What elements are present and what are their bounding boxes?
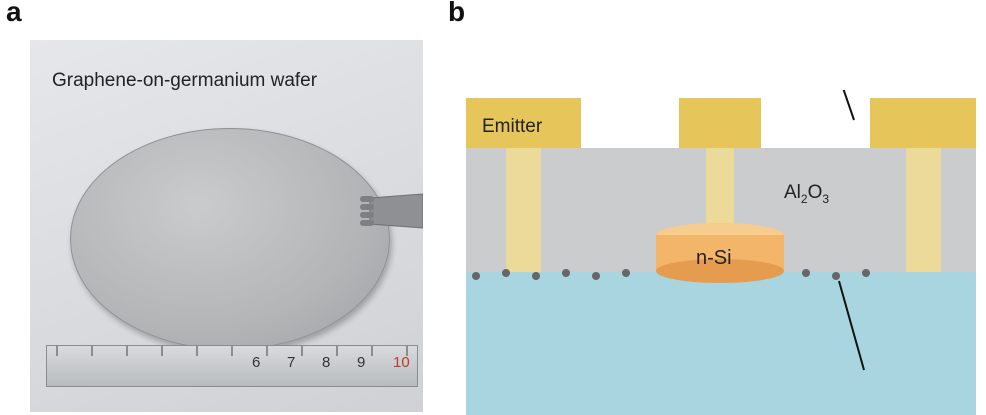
base-pad — [679, 98, 761, 148]
ruler: 6 7 8 9 10 — [46, 345, 418, 387]
ruler-number-9: 9 — [357, 354, 366, 371]
emitter-label: Emitter — [482, 116, 543, 137]
substrate-layer — [466, 272, 976, 415]
ruler-number-6: 6 — [252, 354, 261, 371]
ruler-number-7: 7 — [287, 354, 296, 371]
nsi-label: n-Si — [696, 247, 732, 269]
nsi-bottom — [656, 259, 784, 283]
panel-a-label: a — [6, 0, 22, 27]
ruler-number-10: 10 — [393, 354, 410, 371]
graphene-layer — [472, 269, 870, 280]
ruler-ticks — [56, 346, 408, 356]
germanium-wafer — [70, 128, 390, 350]
emitter-via — [506, 148, 541, 272]
emitter-pad — [466, 98, 581, 148]
arrow-top — [842, 90, 855, 121]
collector-via — [906, 148, 941, 272]
tweezer-icon — [360, 193, 423, 229]
device-schematic: Emitter Al2O3 n-Si — [466, 90, 976, 415]
arrow-bottom — [838, 280, 865, 371]
oxide-label: Al2O3 — [784, 182, 829, 206]
wafer-caption: Graphene-on-germanium wafer — [52, 70, 318, 91]
ruler-number-8: 8 — [322, 354, 331, 371]
collector-pad — [870, 98, 976, 148]
base-via — [706, 148, 734, 230]
panel-b-label: b — [448, 0, 466, 27]
